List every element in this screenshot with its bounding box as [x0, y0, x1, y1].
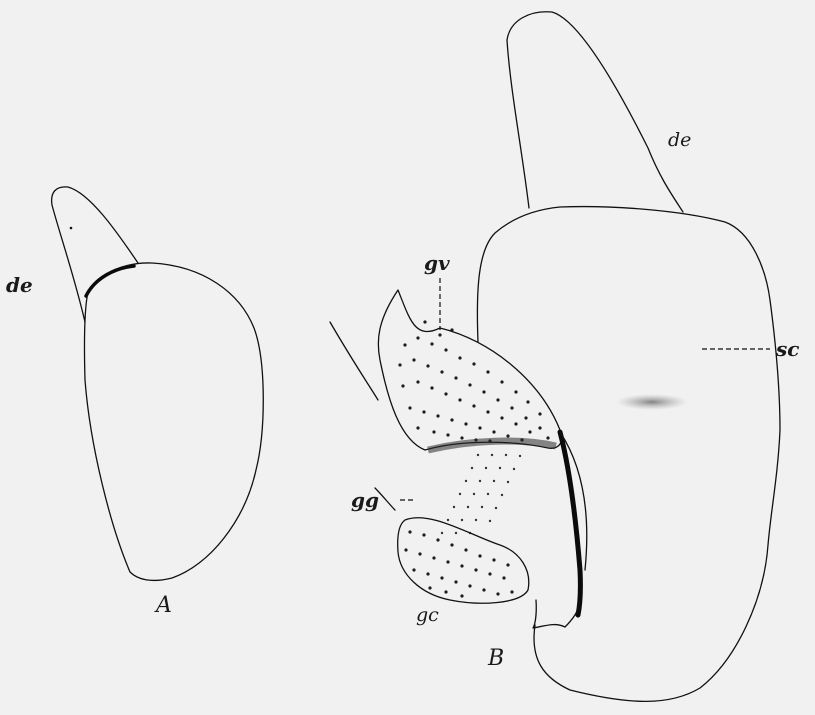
label-a: A	[154, 593, 172, 618]
panel-b-body	[477, 207, 780, 702]
label-sc: sc	[775, 337, 799, 361]
panel-a-duct	[52, 187, 138, 322]
ganglion-cerebral	[398, 518, 529, 604]
label-gg: gg	[351, 488, 379, 512]
label-gv: gv	[424, 251, 450, 275]
label-a-de: de	[6, 273, 33, 297]
panel-a-dot	[70, 227, 73, 230]
panel-a-junction	[86, 266, 134, 296]
label-b: B	[487, 646, 504, 671]
panel-b-dark-band	[560, 432, 580, 615]
ganglion-ventral-margin	[428, 441, 556, 450]
panel-a	[52, 187, 264, 581]
ganglion-ventral-stipple	[398, 320, 549, 442]
label-b-de: de	[668, 129, 691, 151]
ganglion-connective-stipple	[441, 454, 521, 534]
panel-b-edge-line	[330, 322, 378, 400]
label-gc: gc	[416, 604, 439, 626]
panel-b	[330, 12, 780, 702]
panel-b-torn-end	[533, 600, 579, 628]
panel-b-shaded-area	[616, 394, 688, 410]
panel-b-duct	[507, 12, 683, 212]
panel-a-body	[84, 263, 263, 581]
ganglion-ventral	[378, 290, 562, 450]
